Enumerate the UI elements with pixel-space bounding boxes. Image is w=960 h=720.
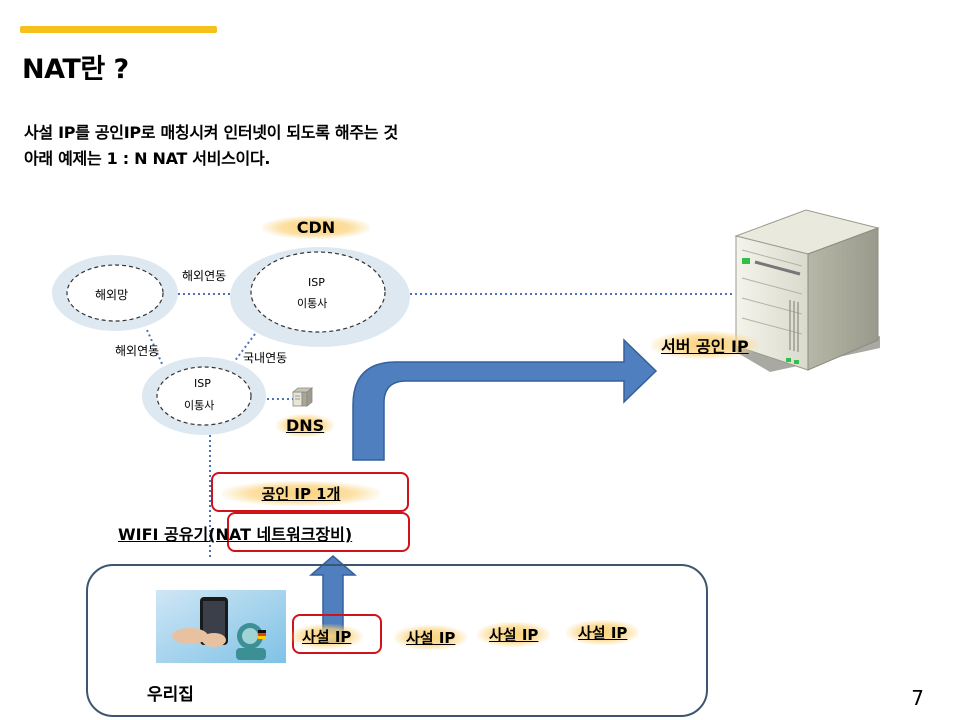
isp-sub-label: ISP [194, 377, 211, 390]
dns-server-icon [291, 387, 314, 407]
link-overseas-top-label: 해외연동 [182, 269, 227, 283]
isp-sub-sublabel: 이통사 [184, 399, 215, 412]
public-ip-highlight [211, 472, 409, 512]
server-icon [734, 209, 880, 372]
public-ip-label: 공인 IP 1개 [222, 481, 380, 506]
wifi-router-label: WIFI 공유기(NAT 네트워크장비) [118, 521, 352, 545]
accent-bar [20, 26, 217, 33]
server-public-ip-label: 서버 공인 IP [651, 331, 759, 359]
description-line-1: 사설 IP를 공인IP로 매칭시켜 인터넷이 되도록 해주는 것 [24, 123, 398, 142]
nat-device-label: (NAT 네트워크장비) [208, 525, 353, 544]
private-ip-label: 사설 IP [477, 622, 551, 647]
home-container [86, 564, 708, 717]
private-ip-label: 사설 IP [290, 624, 364, 649]
dns-label: DNS [276, 414, 335, 437]
public-route-arrow [352, 338, 658, 461]
slide-title: NAT란 ? [22, 54, 129, 85]
cloud-isp-main [230, 247, 410, 347]
isp-main-label: ISP [308, 276, 325, 289]
private-ip-label: 사설 IP [566, 620, 640, 645]
link-domestic-label: 국내연동 [243, 351, 288, 365]
overseas-net-label: 해외망 [95, 288, 129, 302]
cdn-label: CDN [262, 216, 370, 239]
cloud-isp-sub [142, 357, 266, 435]
private-ip-label: 사설 IP [394, 625, 468, 650]
isp-main-sublabel: 이통사 [297, 297, 328, 310]
nat-router-highlight [227, 512, 410, 552]
link-overseas-left-label: 해외연동 [115, 344, 160, 358]
wifi-router-prefix: WIFI 공유기 [118, 525, 209, 544]
smartphone-photo [156, 590, 286, 663]
description-line-2: 아래 예제는 1 : N NAT 서비스이다. [24, 149, 271, 168]
home-label: 우리집 [147, 685, 194, 705]
cloud-overseas [52, 255, 178, 331]
page-number: 7 [911, 686, 924, 710]
